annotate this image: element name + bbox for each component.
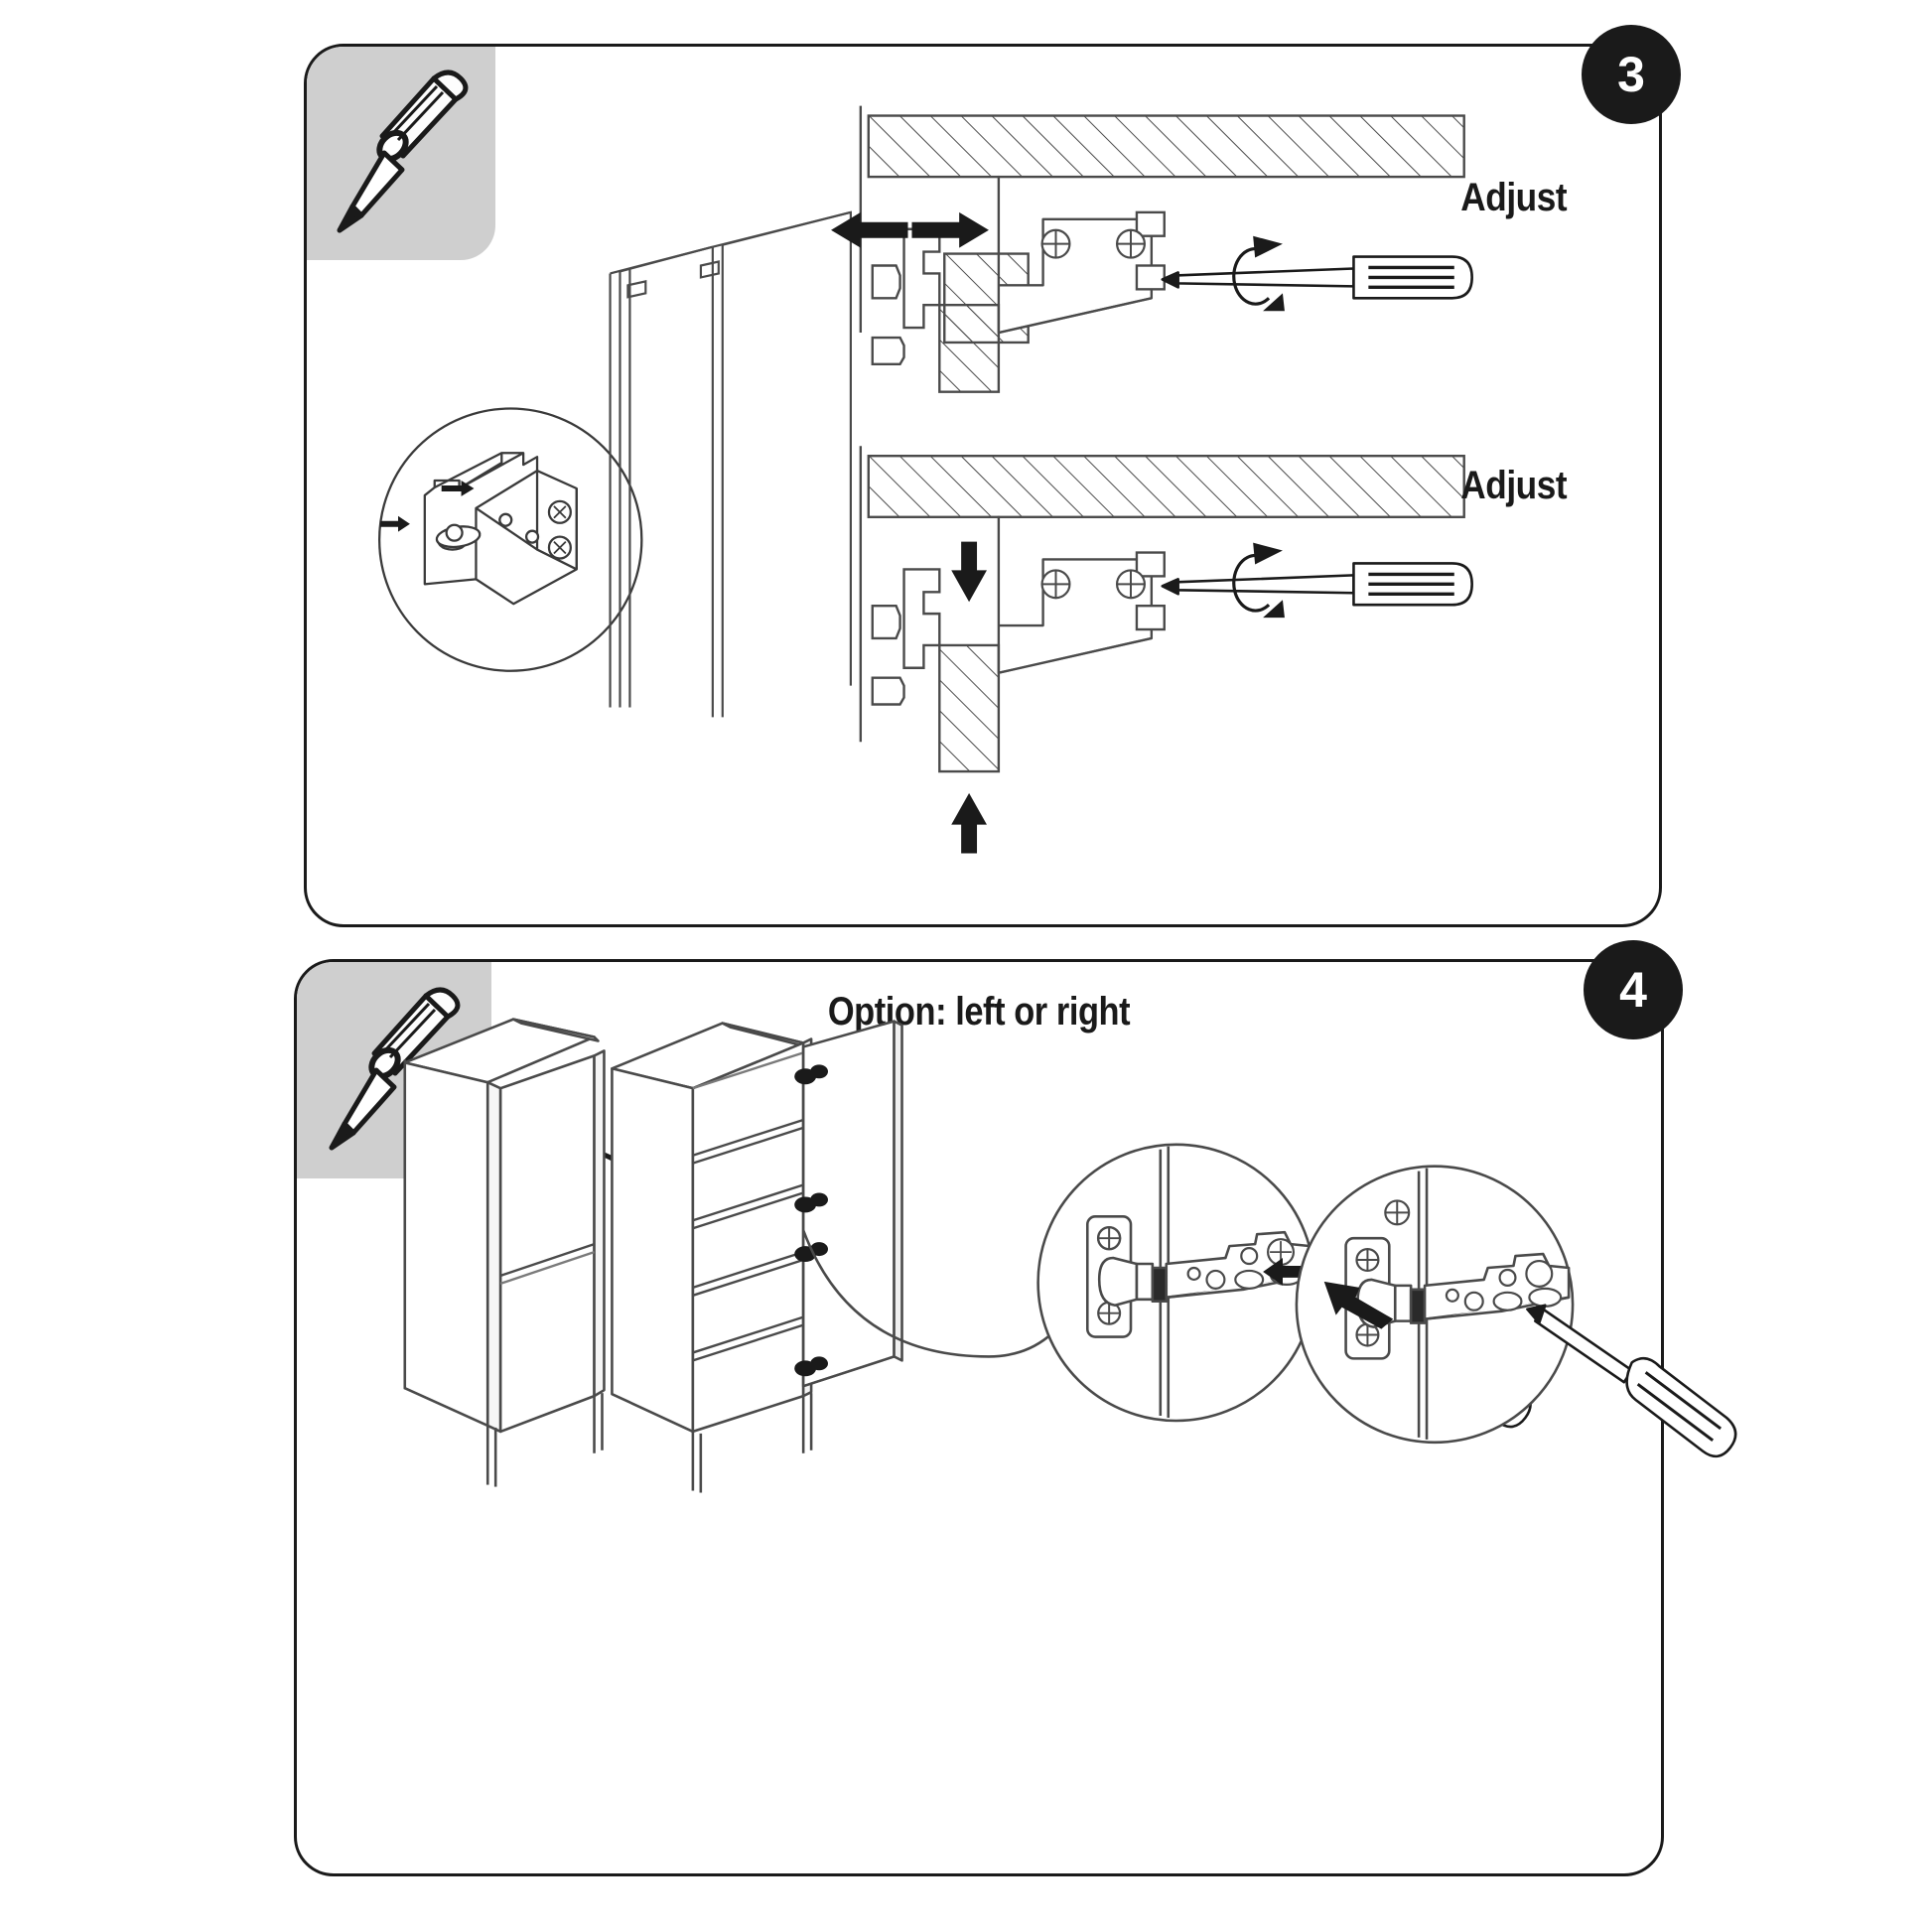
bracket-height-section [859,446,1473,854]
step-panel-4: 4 Option: left or right [294,940,1737,1876]
adjust-label-height: Adjust [1460,464,1568,507]
bracket-adjust-arrows [380,481,475,532]
open-door-panel [801,1020,903,1388]
screwdriver-icon [329,987,461,1151]
vertical-double-arrow [951,541,987,854]
cabinets-group [403,1018,1079,1493]
cabinet-shelves [691,1051,805,1362]
rotation-arrowhead-right [659,1206,697,1257]
bracket-depth-section [831,105,1473,393]
step-number-badge-3: 3 [1582,25,1681,124]
depth-section-geometry [831,105,1473,393]
hinge-horizontal-arrow [1263,1258,1366,1286]
tool-badge-screwdriver-3 [307,47,495,260]
step-panel-3: 3 [304,25,1681,927]
step-number-badge-4: 4 [1584,940,1683,1039]
rotation-180-group [456,1146,697,1259]
height-section-geometry [859,446,1473,854]
tool-badge-screwdriver-4 [297,962,491,1178]
hinge-diagonal-arrow [1323,1281,1394,1329]
hinge-horizontal-adjust-circle [1036,1143,1532,1429]
adjust-label-depth: Adjust [1460,176,1568,219]
hinge-vertical-adjust-circle [1295,1165,1737,1458]
rotation-arrowhead-left [456,1208,494,1259]
screwdriver-icon [337,69,469,233]
panel-title-option: Option: left or right [827,990,1131,1034]
cabinet-open-door [611,1022,813,1434]
detail-circle-outline [377,407,643,672]
rotation-arc [472,1146,681,1230]
horizontal-double-arrow [831,211,989,248]
bracket-detail-group [377,210,852,718]
callout-leader-line [801,1229,1079,1358]
cabinet-frame-perspective [609,210,852,718]
door-hinges [794,1064,828,1377]
rotation-angle-label: 180° [771,1141,842,1178]
rotation-arrow [1232,247,1271,306]
